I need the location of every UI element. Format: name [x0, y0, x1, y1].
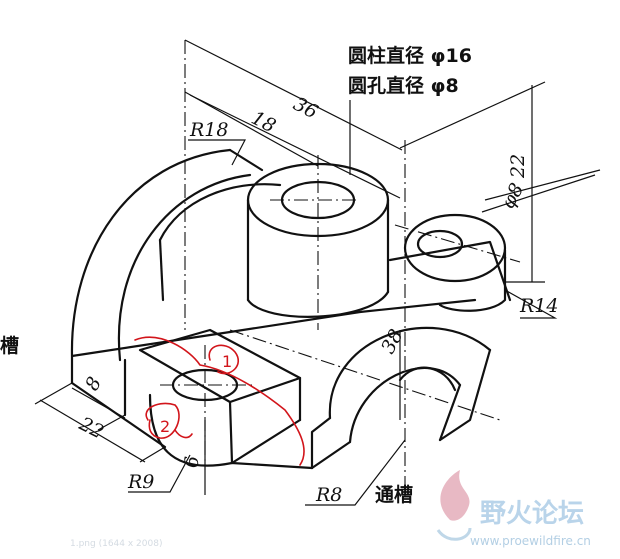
flame-logo-icon	[436, 470, 472, 541]
large-arch	[70, 148, 282, 417]
dim-18: 18	[248, 107, 280, 138]
dim-22-bottom: 22	[75, 412, 107, 443]
center-lines	[160, 40, 521, 500]
label-through-slot: 通槽	[375, 483, 413, 506]
dimension-lines	[34, 39, 601, 506]
watermark-url: www.proewildfire.cn	[470, 534, 591, 548]
watermark-filename: 1.png (1644 x 2008)	[70, 539, 162, 549]
watermark-logo-text: 野火论坛	[480, 499, 584, 529]
dim-phi8: φ8	[497, 180, 528, 213]
watermark: 野火论坛 www.proewildfire.cn 1.png (1644 x 2…	[70, 470, 591, 549]
label-cylinder-diameter: 圆柱直径 φ16	[348, 44, 472, 67]
dim-r18: R18	[189, 119, 228, 141]
dim-36: 36	[290, 93, 322, 124]
right-boss	[403, 213, 507, 312]
dim-6: 6	[181, 456, 203, 468]
mark-1: 1	[222, 352, 232, 371]
base-block	[70, 240, 512, 470]
dim-22-top: 22	[507, 154, 529, 179]
label-hole-diameter: 圆孔直径 φ8	[348, 74, 459, 97]
cylinder	[246, 162, 390, 318]
label-slot: 槽	[0, 334, 19, 357]
through-slot-arch	[328, 326, 492, 444]
dim-r14: R14	[519, 295, 558, 317]
red-markup: 1 2	[134, 336, 305, 466]
dim-r8: R8	[315, 484, 342, 506]
dim-r9: R9	[127, 471, 154, 493]
mark-2: 2	[160, 417, 170, 436]
